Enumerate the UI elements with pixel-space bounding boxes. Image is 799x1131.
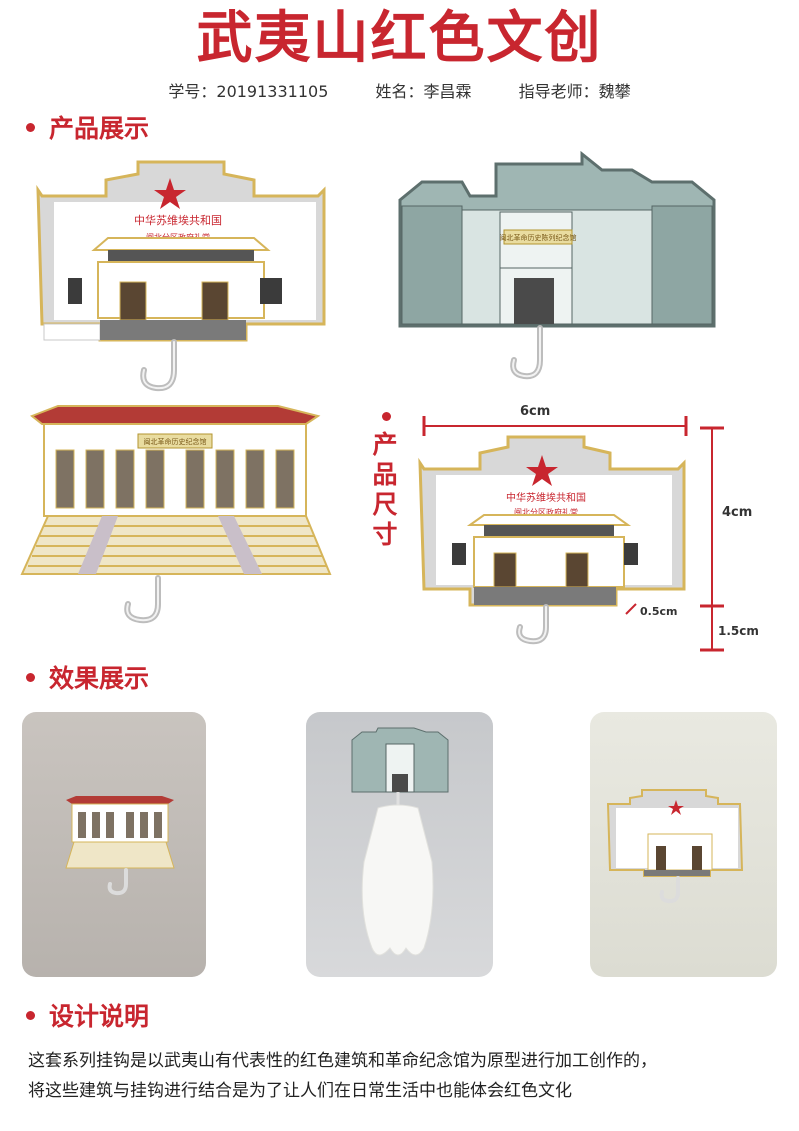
section-product-size: 产品尺寸 (372, 430, 398, 549)
dimension-hook: 1.5cm (718, 624, 759, 638)
effect-photo-towel (306, 712, 493, 977)
effect-star-hall-hook (606, 789, 744, 904)
student-id: 学号：20191331105 (168, 82, 329, 101)
description-line1: 这套系列挂钩是以武夷山有代表性的红色建筑和革命纪念馆为原型进行加工创作的， (28, 1051, 657, 1071)
product2-plaque-text: 闽北革命历史陈列纪念馆 (500, 233, 577, 242)
bullet-icon (26, 672, 35, 682)
student-name: 姓名：李昌霖 (375, 82, 472, 101)
design-description: 这套系列挂钩是以武夷山有代表性的红色建筑和革命纪念馆为原型进行加工创作的， 将这… (28, 1046, 788, 1106)
section-design-notes: 设计说明 (26, 1000, 149, 1034)
product-hook-size-diagram: 中华苏维埃共和国 闽北分区政府礼堂 (418, 435, 686, 645)
product4-banner-text1: 中华苏维埃共和国 (506, 491, 586, 504)
section-effect-display: 效果展示 (26, 662, 149, 696)
product3-plaque-text: 闽北革命历史纪念馆 (144, 437, 207, 446)
section-product-display-label: 产品展示 (49, 114, 150, 143)
bullet-icon (26, 122, 35, 132)
effect-photo-hall (22, 712, 206, 977)
section-design-notes-label: 设计说明 (49, 1002, 150, 1031)
author-info: 学号：20191331105 姓名：李昌霖 指导老师：魏攀 (0, 78, 799, 102)
product4-banner-text2: 闽北分区政府礼堂 (514, 507, 578, 517)
product-hook-revolution-hall: 闽北革命历史纪念馆 (20, 405, 332, 624)
bullet-icon (26, 1010, 35, 1020)
description-line2: 将这些建筑与挂钩进行结合是为了让人们在日常生活中也能体会红色文化 (28, 1081, 572, 1101)
product-hook-red-star-hall: 中华苏维埃共和国 闽北分区政府礼堂 (36, 160, 326, 392)
advisor-name: 指导老师：魏攀 (518, 82, 631, 101)
dimension-depth: 0.5cm (640, 605, 678, 618)
dimension-width: 6cm (520, 404, 551, 419)
effect-photo-star-hall (590, 712, 777, 977)
dimension-height: 4cm (722, 505, 753, 520)
section-effect-display-label: 效果展示 (49, 664, 150, 693)
effect-hall-hook (65, 796, 175, 896)
bullet-icon (382, 412, 391, 421)
effect-memorial-hook (351, 727, 449, 956)
section-product-display: 产品展示 (26, 112, 149, 146)
page-title: 武夷山红色文创 (196, 6, 603, 71)
product-hook-memorial-hall: 闽北革命历史陈列纪念馆 (398, 150, 716, 380)
product1-banner-text1: 中华苏维埃共和国 (134, 213, 222, 227)
dimension-lines (422, 416, 724, 652)
